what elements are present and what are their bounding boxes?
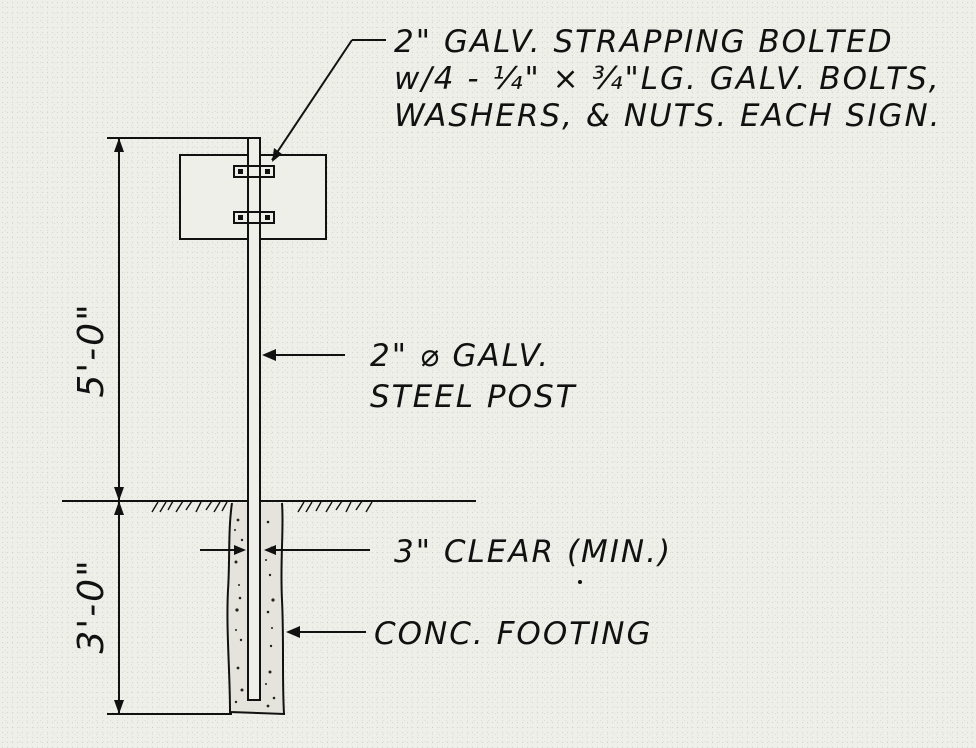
dimension-line bbox=[107, 137, 248, 715]
concrete-stipple bbox=[234, 518, 276, 708]
strapping-band-lower bbox=[233, 211, 275, 224]
steel-post bbox=[247, 137, 261, 701]
dimension-below-grade: 3'-0" bbox=[71, 558, 112, 653]
strapping-note-line2: w/4 - ¼" × ¾"LG. GALV. BOLTS, bbox=[394, 61, 941, 97]
strapping-band-upper bbox=[233, 165, 275, 178]
stray-mark bbox=[578, 580, 582, 584]
dimension-above-grade: 5'-0" bbox=[71, 302, 112, 397]
strapping-leader bbox=[271, 39, 386, 162]
grass-hatch-right bbox=[297, 500, 373, 513]
clear-dimension bbox=[200, 545, 370, 555]
footing-leader bbox=[286, 626, 366, 638]
strapping-note-line1: 2" GALV. STRAPPING BOLTED bbox=[394, 24, 894, 60]
post-leader bbox=[262, 349, 345, 361]
post-note-line2: STEEL POST bbox=[370, 379, 577, 415]
clear-note: 3" CLEAR (MIN.) bbox=[394, 534, 672, 570]
footing-note: CONC. FOOTING bbox=[374, 616, 653, 652]
post-note-line1: 2" ⌀ GALV. bbox=[370, 338, 550, 374]
grass-hatch-left bbox=[151, 500, 228, 513]
strapping-note-line3: WASHERS, & NUTS. EACH SIGN. bbox=[394, 98, 942, 134]
